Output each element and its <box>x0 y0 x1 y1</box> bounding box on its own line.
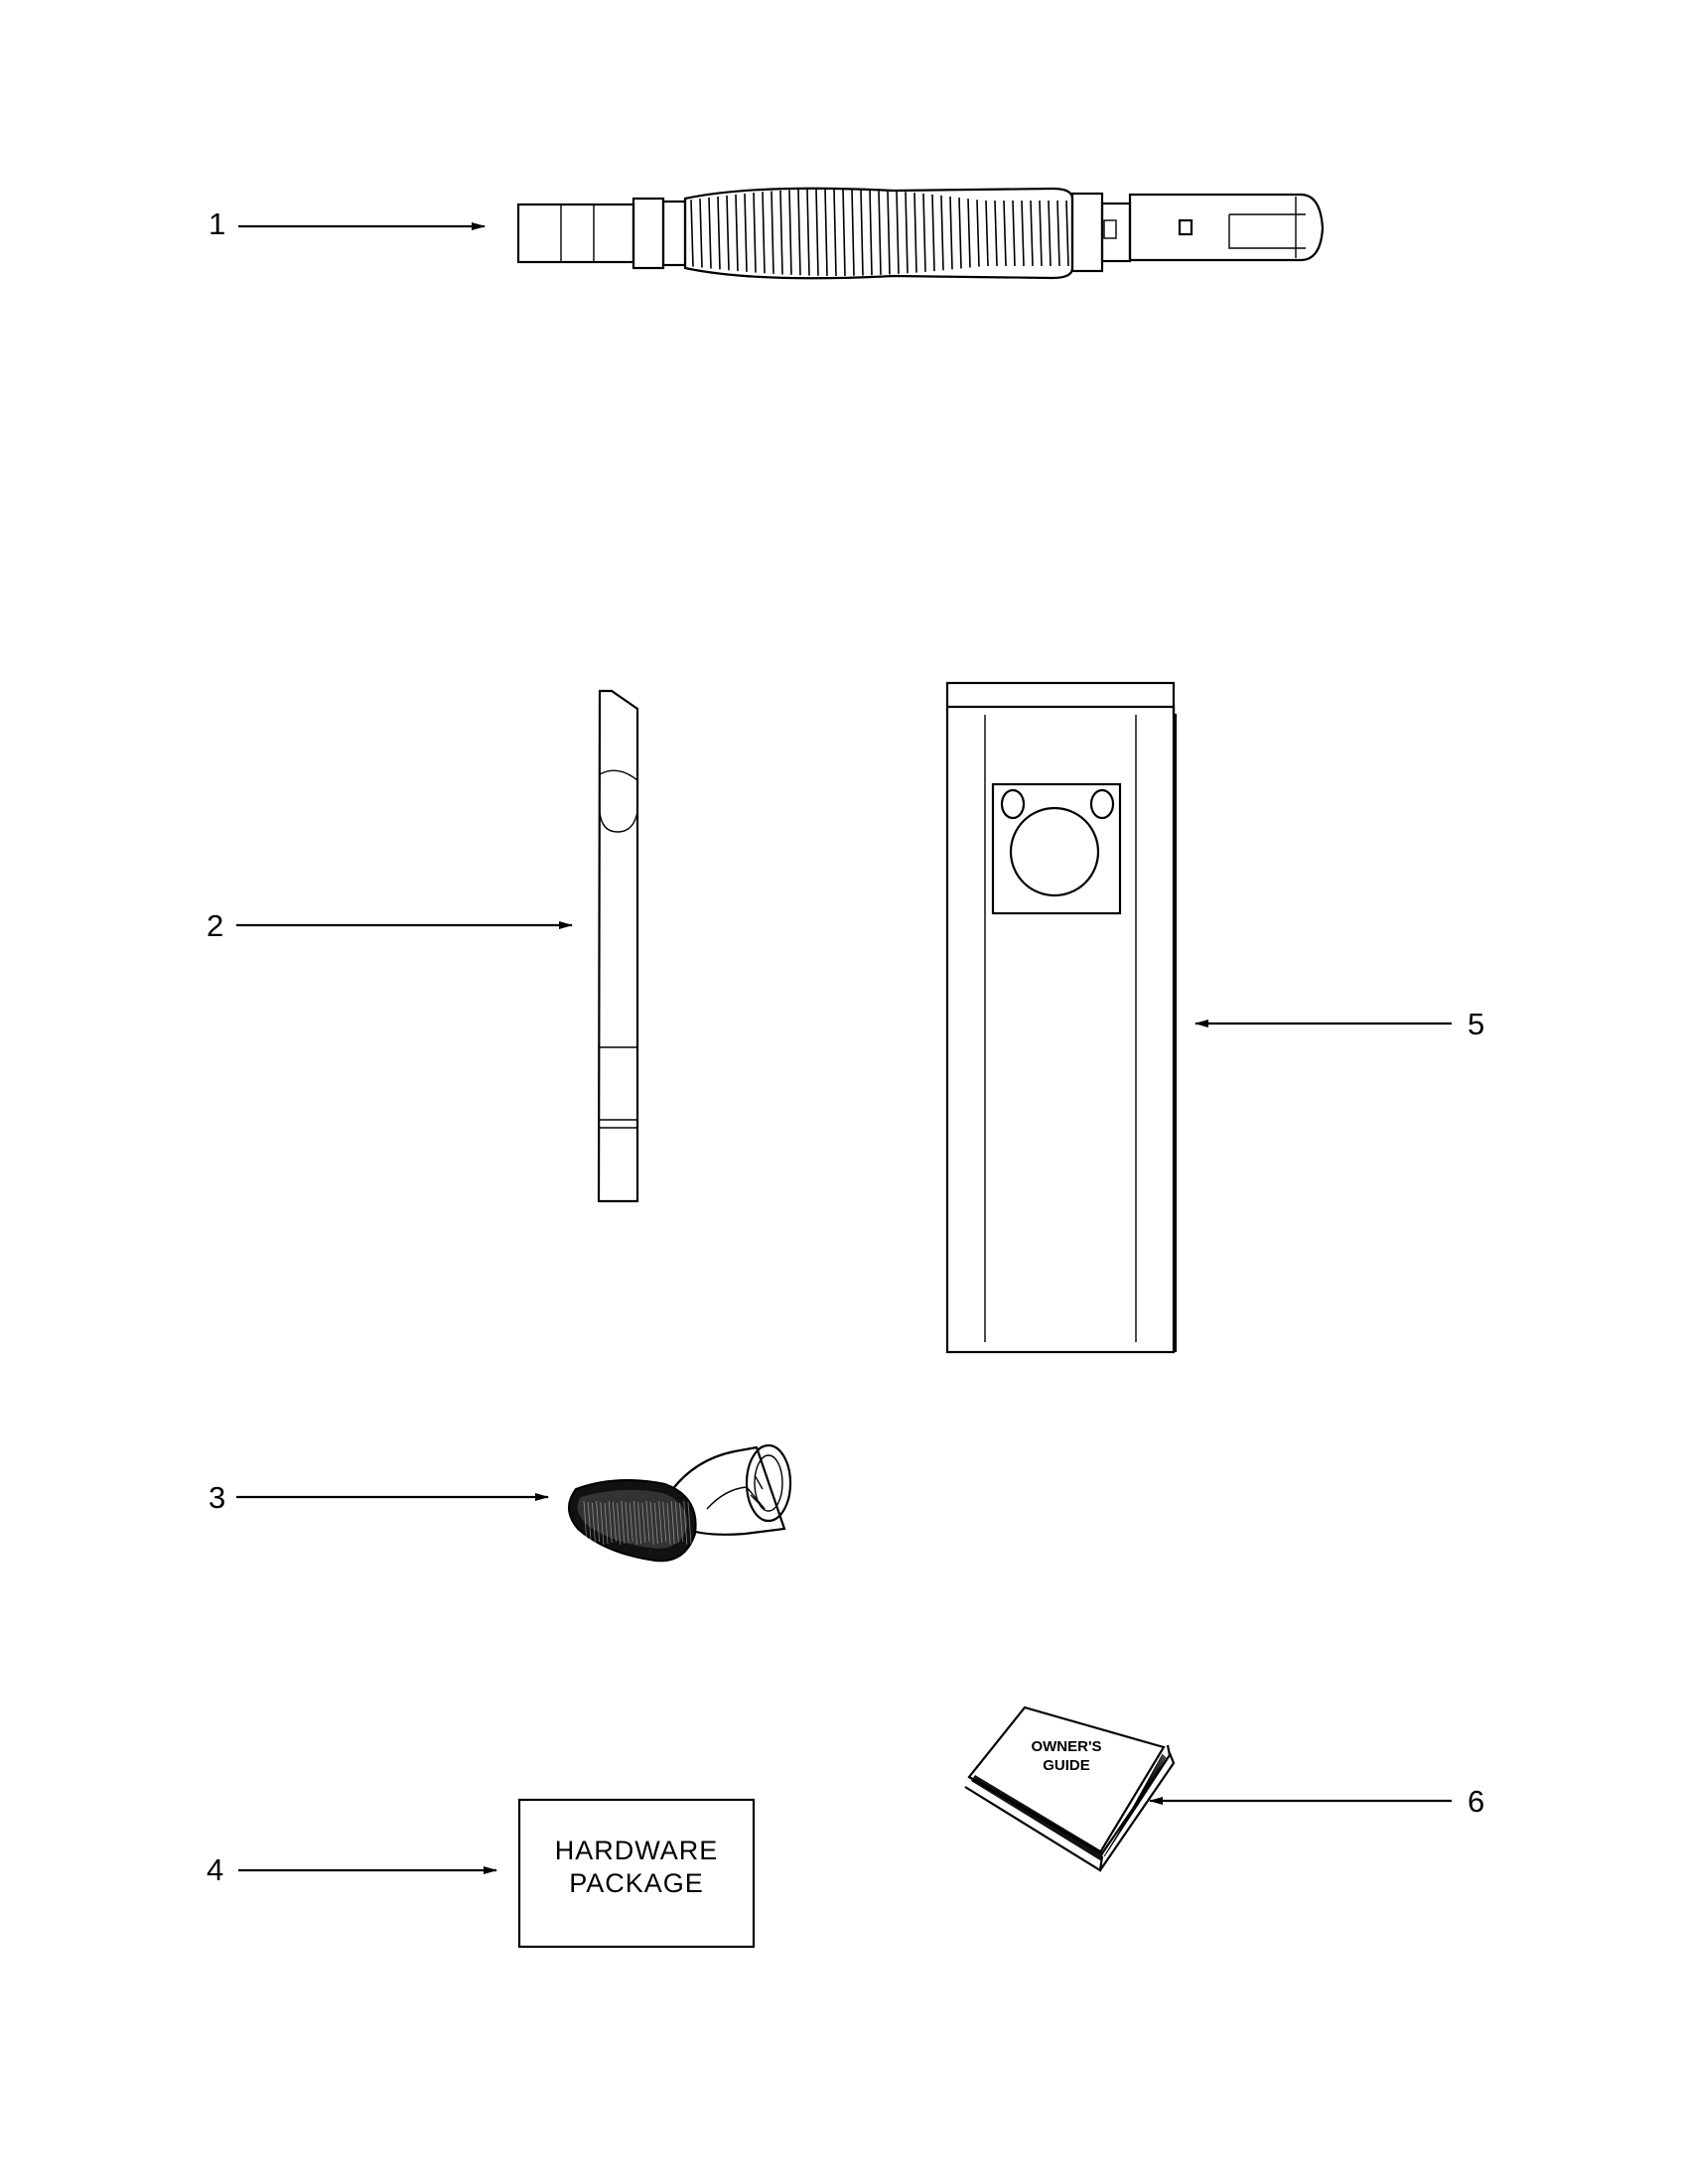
dust-bag-icon <box>945 681 1178 1354</box>
book-pages <box>1103 1753 1169 1857</box>
callout-number-6: 6 <box>1468 1784 1484 1819</box>
hose-ribs <box>690 188 1069 277</box>
brush-bristles <box>583 1500 692 1546</box>
callout-number-4: 4 <box>207 1852 223 1887</box>
callout-number-5: 5 <box>1468 1007 1484 1041</box>
owners-guide-label-line1: OWNER'S <box>1031 1738 1101 1755</box>
crevice-tool-icon <box>597 689 639 1203</box>
dusting-brush-icon <box>568 1443 792 1563</box>
callout-number-1: 1 <box>209 206 225 241</box>
hardware-package-label-line1: HARDWARE <box>555 1836 719 1865</box>
hardware-package-label-line2: PACKAGE <box>569 1868 704 1898</box>
hardware-package-icon: HARDWARE PACKAGE <box>517 1798 756 1949</box>
callout-number-2: 2 <box>207 908 223 943</box>
extension-hose-icon <box>516 187 1325 280</box>
owners-guide-book-icon: OWNER'S GUIDE <box>964 1706 1176 1872</box>
callout-number-3: 3 <box>209 1480 225 1515</box>
owners-guide-label-line2: GUIDE <box>1043 1757 1090 1774</box>
